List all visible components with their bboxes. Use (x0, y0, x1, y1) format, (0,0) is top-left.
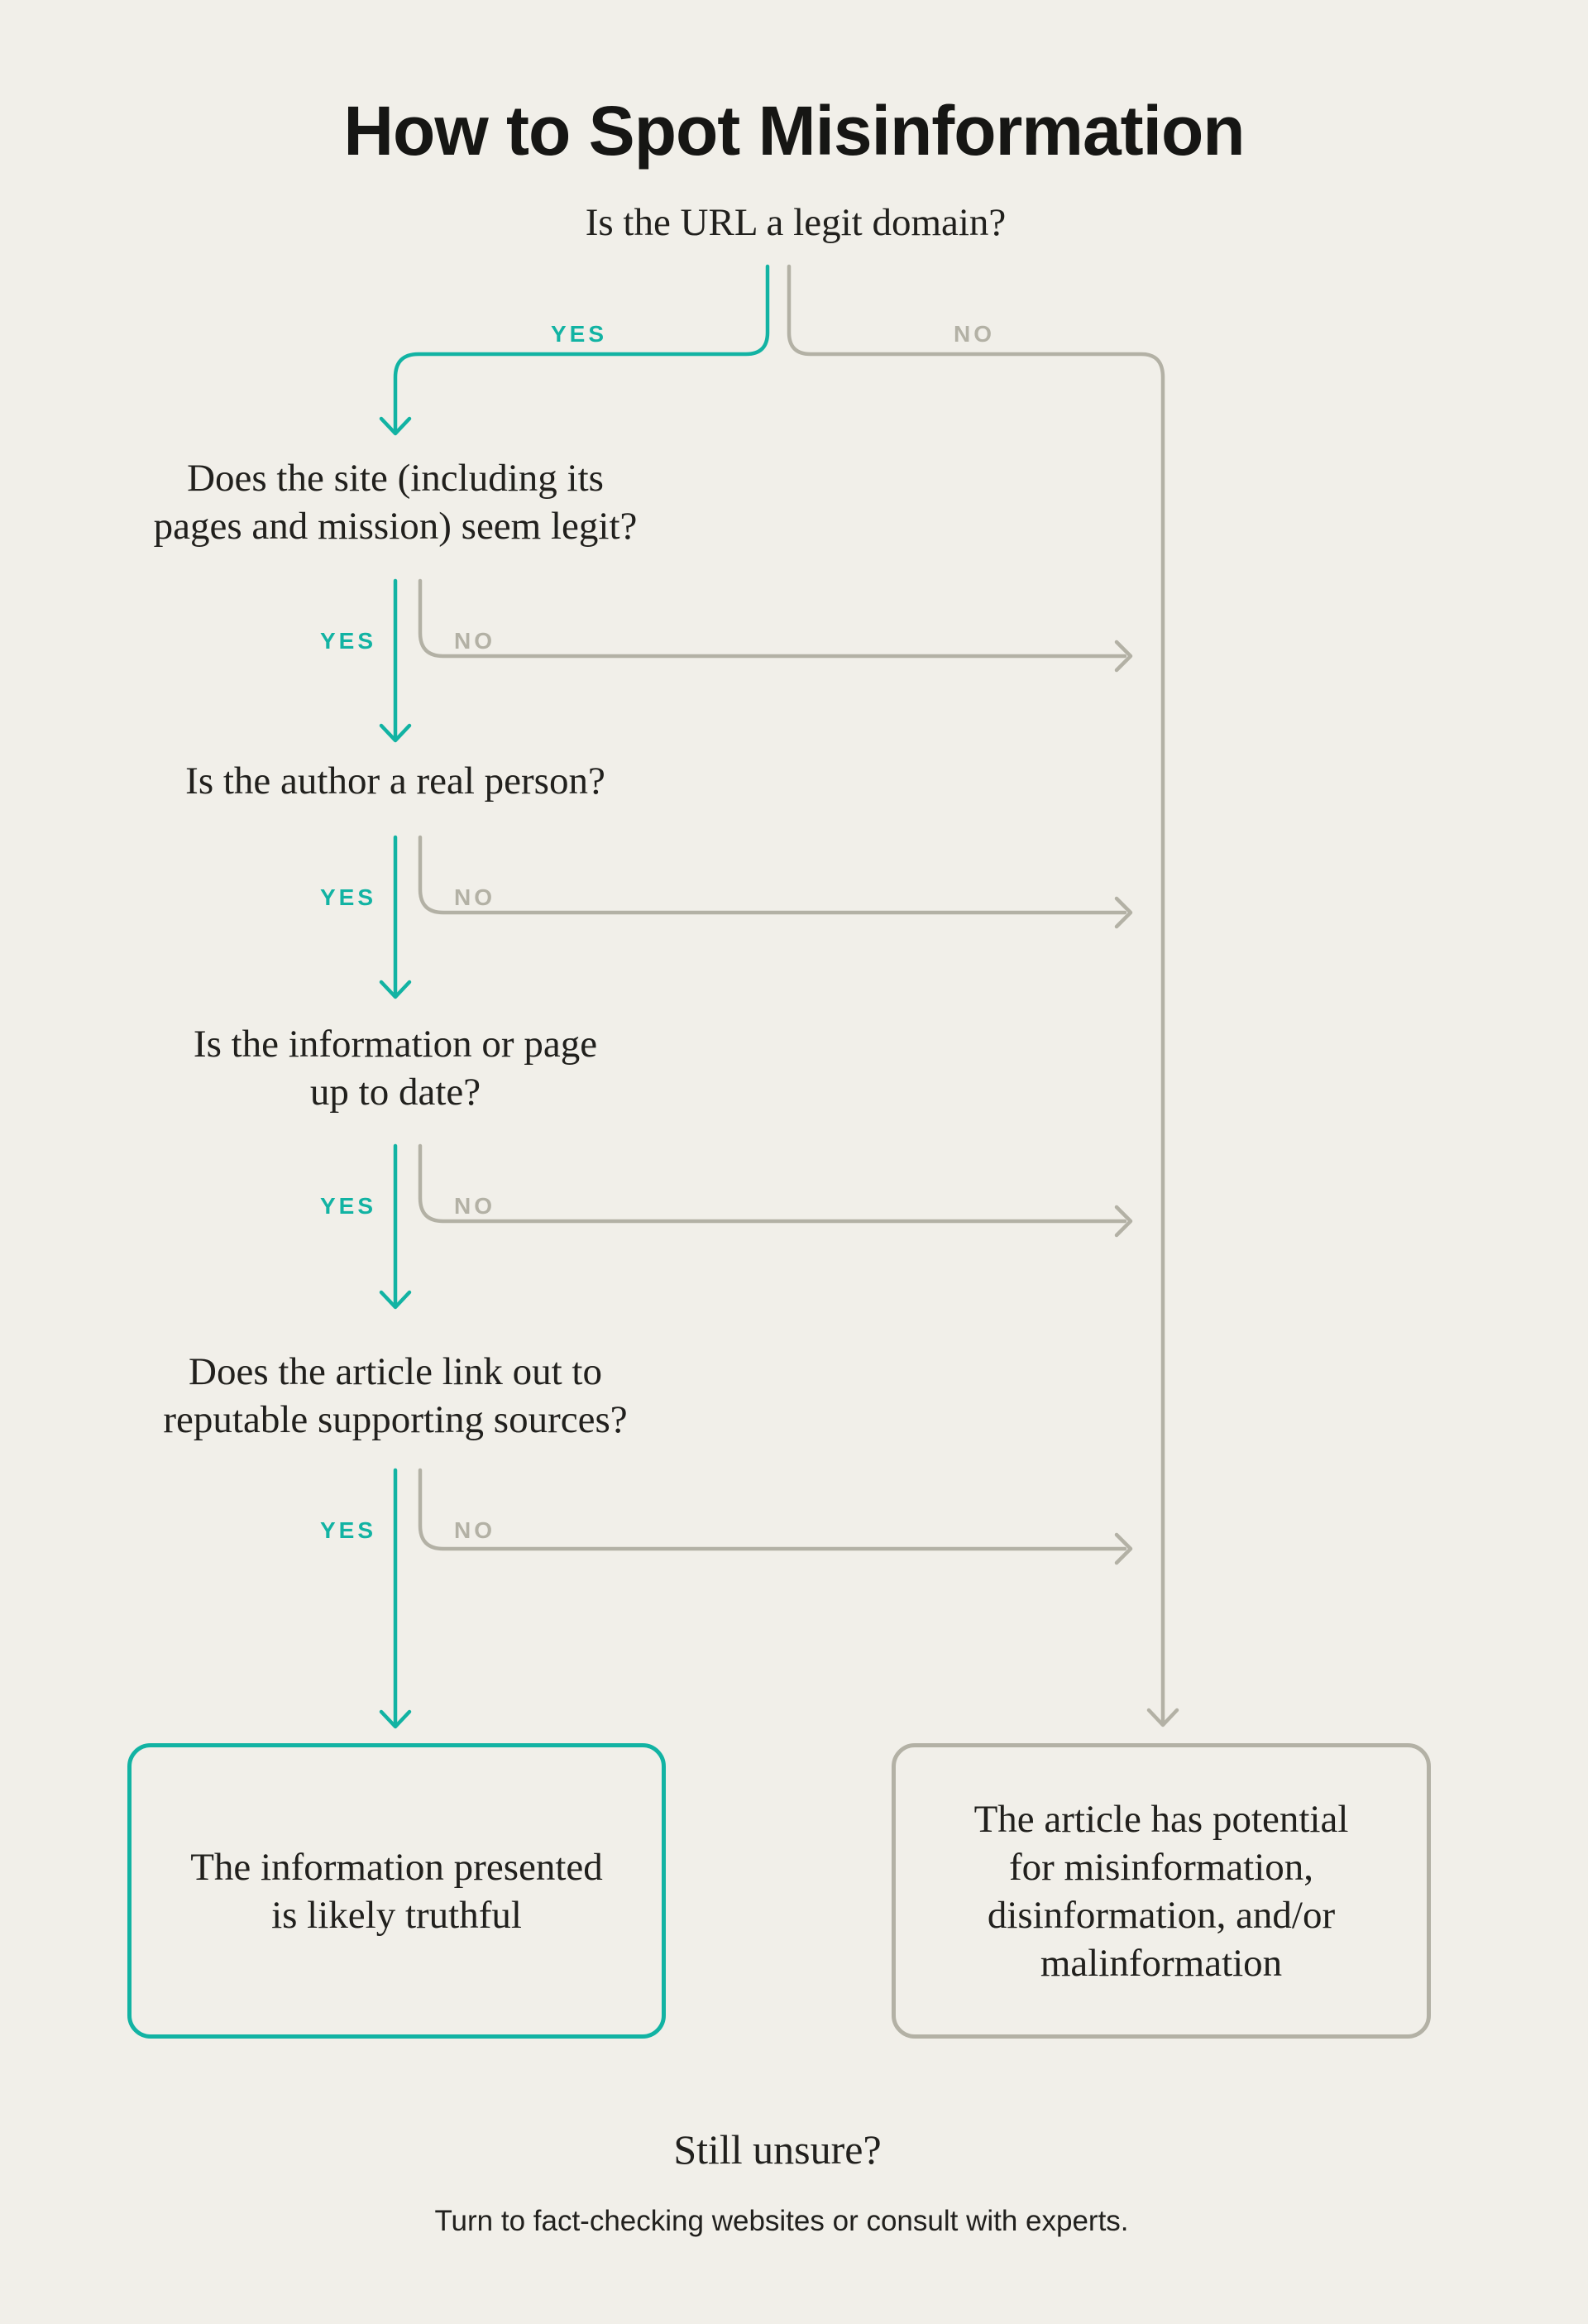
arrowhead-right-icon (1114, 640, 1133, 673)
question-site-legit: Does the site (including its pages and m… (153, 457, 638, 548)
connector-q4-no (418, 1143, 1133, 1238)
question-up-to-date: Is the information or page up to date? (193, 1023, 598, 1114)
label-no-q5: NO (454, 1517, 495, 1543)
outcome-misinformation-text: The article has potential for misinforma… (973, 1797, 1349, 1985)
label-yes-q2: YES (319, 628, 377, 654)
connector-q3-yes (379, 835, 412, 999)
arrowhead-down-icon (379, 1709, 412, 1729)
label-no-q3: NO (454, 884, 495, 910)
question-url-domain: Is the URL a legit domain? (585, 201, 1007, 244)
arrowhead-down-icon (379, 723, 412, 743)
footer-advice: Turn to fact-checking websites or consul… (434, 2205, 1129, 2237)
page-title: How to Spot Misinformation (343, 92, 1245, 170)
outcome-truthful-text: The information presented is likely trut… (190, 1845, 603, 1937)
connector-q2-no (418, 578, 1133, 673)
connector-q2-yes (379, 578, 412, 743)
footer-question: Still unsure? (673, 2126, 882, 2173)
arrowhead-down-icon (1146, 1708, 1179, 1727)
arrowhead-down-icon (379, 980, 412, 999)
arrowhead-right-icon (1114, 896, 1133, 929)
arrowhead-right-icon (1114, 1532, 1133, 1565)
connector-q3-no (418, 835, 1133, 929)
arrowhead-right-icon (1114, 1205, 1133, 1238)
label-no-q1: NO (954, 321, 995, 347)
label-yes-q5: YES (319, 1517, 377, 1543)
connector-q4-yes (379, 1143, 412, 1310)
connector-q1-no (787, 264, 1179, 1727)
label-no-q2: NO (454, 628, 495, 654)
label-no-q4: NO (454, 1193, 495, 1219)
arrowhead-down-icon (379, 416, 412, 436)
outcome-box-truthful: The information presented is likely trut… (127, 1743, 666, 2039)
connector-q1-yes (379, 264, 770, 436)
label-yes-q1: YES (550, 321, 608, 347)
label-yes-q4: YES (319, 1193, 377, 1219)
question-reputable-sources: Does the article link out to reputable s… (163, 1350, 628, 1441)
connector-q5-no (418, 1468, 1133, 1565)
question-author-real: Is the author a real person? (185, 759, 605, 803)
arrowhead-down-icon (379, 1290, 412, 1310)
label-yes-q3: YES (319, 884, 377, 910)
outcome-box-misinformation: The article has potential for misinforma… (892, 1743, 1431, 2039)
connector-q5-yes (379, 1468, 412, 1729)
